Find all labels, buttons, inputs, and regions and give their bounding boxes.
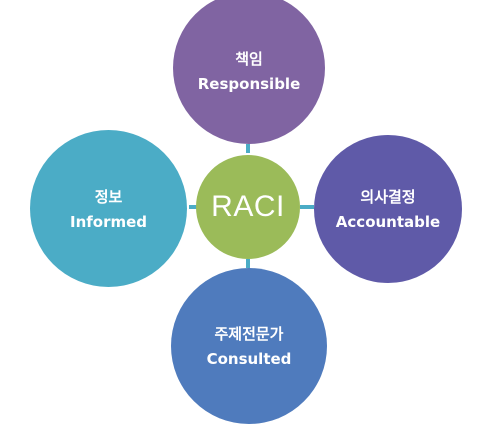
raci-center-label: RACI	[211, 190, 285, 223]
consulted-english-label: Consulted	[206, 350, 292, 368]
informed-node: 정보 Informed	[30, 130, 187, 287]
accountable-node: 의사결정 Accountable	[314, 135, 462, 283]
connector-right	[300, 205, 314, 209]
accountable-english-label: Accountable	[335, 213, 441, 231]
informed-english-label: Informed	[69, 212, 148, 231]
responsible-node: 책임 Responsible	[173, 0, 325, 144]
connector-left	[189, 205, 198, 209]
accountable-korean-label: 의사결정	[360, 188, 416, 206]
informed-korean-label: 정보	[94, 187, 123, 206]
responsible-english-label: Responsible	[197, 75, 301, 93]
consulted-korean-label: 주제전문가	[214, 325, 284, 343]
connector-top	[246, 144, 250, 153]
connector-bottom	[246, 259, 250, 268]
raci-center-node: RACI	[196, 155, 300, 259]
responsible-korean-label: 책임	[235, 50, 263, 68]
consulted-node: 주제전문가 Consulted	[171, 268, 327, 424]
